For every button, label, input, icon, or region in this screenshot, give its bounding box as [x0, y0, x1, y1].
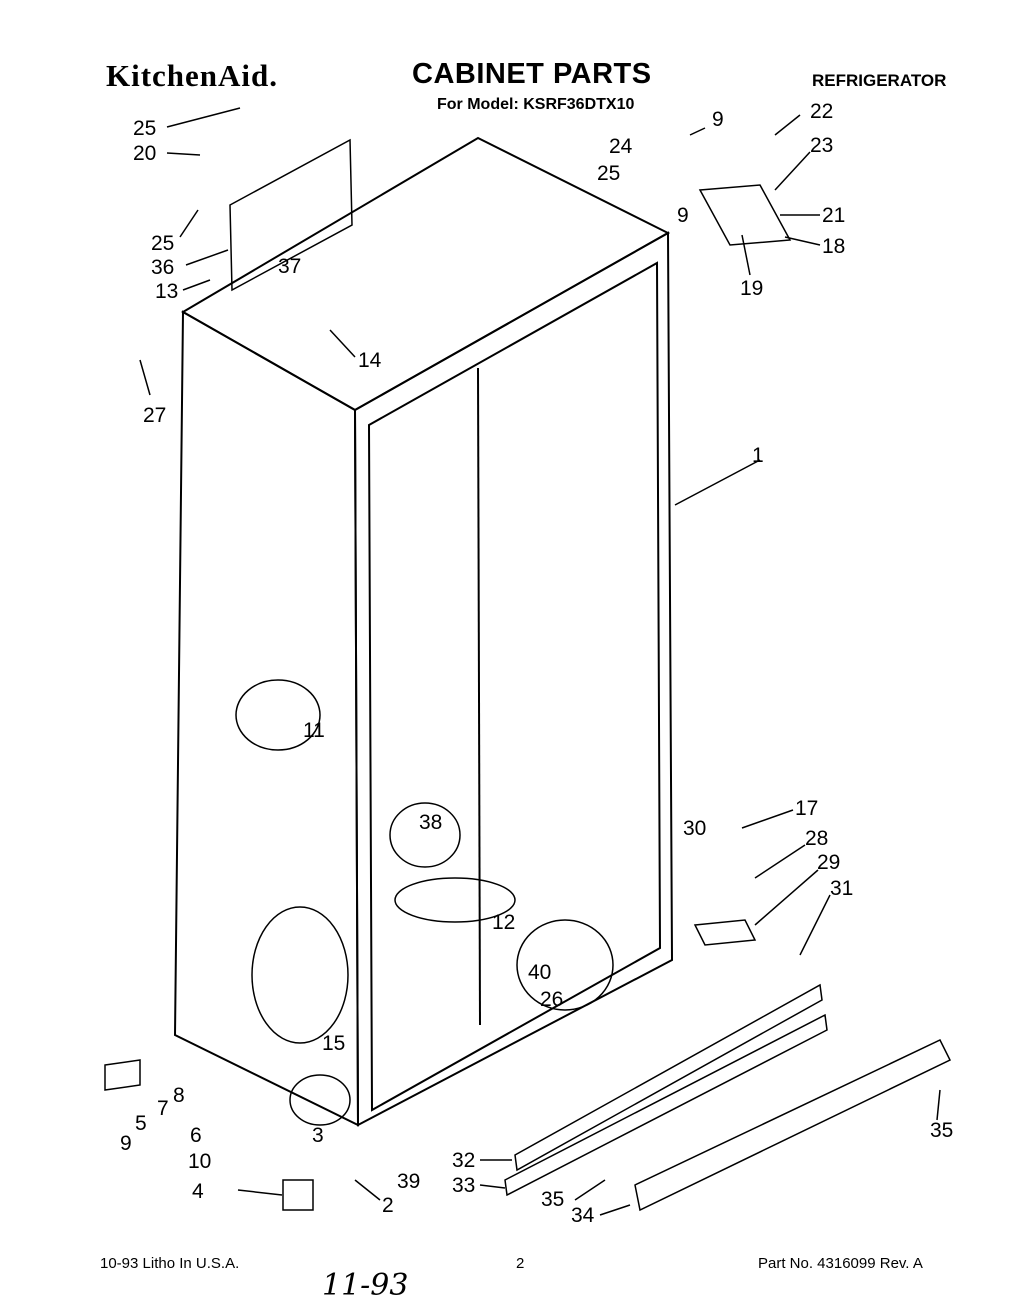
- callout-26: 26: [540, 988, 563, 1011]
- model-number: For Model: KSRF36DTX10: [437, 96, 635, 113]
- leader-36: [185, 249, 229, 266]
- callout-32: 32: [452, 1149, 475, 1172]
- leader-13: [182, 279, 211, 291]
- base-grille: [634, 1039, 952, 1212]
- cabinet-side: [173, 310, 360, 1127]
- footer-print-info: 10-93 Litho In U.S.A.: [100, 1255, 240, 1272]
- cutaway-12: [394, 877, 516, 923]
- handwritten-date: 11-93: [322, 1268, 409, 1303]
- cabinet-front: [353, 231, 674, 1127]
- leader-25a: [166, 107, 241, 128]
- page-number: 2: [516, 1255, 525, 1272]
- callout-14: 14: [358, 349, 382, 372]
- leader-9a: [689, 127, 706, 136]
- callout-13: 13: [155, 280, 178, 303]
- kickplate-upper: [514, 983, 823, 1172]
- callout-36: 36: [151, 256, 174, 279]
- part-number: Part No. 4316099 Rev. A: [758, 1255, 923, 1272]
- callout-29: 29: [817, 851, 840, 874]
- bottom-hinge: [693, 919, 757, 946]
- callout-25c: 25: [597, 162, 620, 185]
- callout-8: 8: [173, 1084, 185, 1107]
- leader-14: [329, 329, 356, 358]
- callout-34: 34: [571, 1204, 595, 1227]
- leader-18: [784, 236, 821, 246]
- callout-15: 15: [322, 1032, 345, 1055]
- callout-31: 31: [830, 877, 853, 900]
- callout-9b: 9: [677, 204, 689, 227]
- callout-23: 23: [810, 134, 833, 157]
- callout-35b: 35: [541, 1188, 564, 1211]
- callout-5: 5: [135, 1112, 147, 1135]
- callout-20: 20: [133, 142, 156, 165]
- callout-2: 2: [382, 1194, 394, 1217]
- callout-39: 39: [397, 1170, 420, 1193]
- leader-25b: [179, 209, 199, 238]
- leader-35b: [574, 1179, 606, 1201]
- callout-30: 30: [683, 817, 706, 840]
- roller-assembly: [282, 1179, 314, 1211]
- callout-7: 7: [157, 1097, 169, 1120]
- callout-1: 1: [752, 444, 764, 467]
- leader-19: [741, 234, 751, 276]
- cutaway-3: [289, 1074, 351, 1126]
- callout-18: 18: [822, 235, 845, 258]
- cutaway-38: [389, 802, 461, 868]
- callout-27: 27: [143, 404, 166, 427]
- callout-6: 6: [190, 1124, 202, 1147]
- callout-12: 12: [492, 911, 515, 934]
- callout-21: 21: [822, 204, 845, 227]
- leader-17: [741, 809, 794, 829]
- callout-28: 28: [805, 827, 828, 850]
- page-title: CABINET PARTS: [412, 58, 652, 90]
- brand-logo: KitchenAid.: [106, 58, 279, 93]
- callout-10: 10: [188, 1150, 211, 1173]
- kickplate-lower: [504, 1013, 828, 1197]
- leader-34: [599, 1204, 631, 1216]
- cutaway-26: [516, 919, 614, 1011]
- callout-17: 17: [795, 797, 818, 820]
- cabinet-front-opening: [367, 261, 662, 1112]
- leader-22: [774, 114, 801, 136]
- callout-9: 9: [120, 1132, 132, 1155]
- top-hinge: [698, 184, 792, 246]
- mullion: [477, 367, 481, 1026]
- leader-2: [354, 1179, 381, 1201]
- callout-22: 22: [810, 100, 833, 123]
- callout-25a: 25: [133, 117, 156, 140]
- callout-33: 33: [452, 1174, 475, 1197]
- callout-38: 38: [419, 811, 442, 834]
- callout-9a: 9: [712, 108, 724, 131]
- callout-19: 19: [740, 277, 763, 300]
- cutaway-11: [235, 679, 321, 751]
- leader-1: [674, 459, 761, 506]
- leader-31: [799, 894, 831, 956]
- callout-40: 40: [528, 961, 551, 984]
- callout-24: 24: [609, 135, 633, 158]
- leader-29: [754, 869, 819, 926]
- leader-20: [166, 152, 201, 156]
- callout-35a: 35: [930, 1119, 953, 1142]
- callout-3: 3: [312, 1124, 324, 1147]
- product-type: REFRIGERATOR: [812, 71, 947, 90]
- callout-4: 4: [192, 1180, 204, 1203]
- leader-35a: [936, 1089, 941, 1121]
- leader-33: [479, 1184, 506, 1189]
- leader-23: [774, 151, 811, 191]
- rear-panel: [229, 138, 353, 292]
- leveling-leg: [104, 1059, 141, 1091]
- cutaway-15: [251, 906, 349, 1044]
- leader-28: [754, 844, 806, 879]
- callout-37: 37: [278, 255, 301, 278]
- leader-27: [139, 359, 151, 396]
- callout-25b: 25: [151, 232, 174, 255]
- leader-4: [237, 1189, 283, 1196]
- callout-11: 11: [303, 719, 325, 742]
